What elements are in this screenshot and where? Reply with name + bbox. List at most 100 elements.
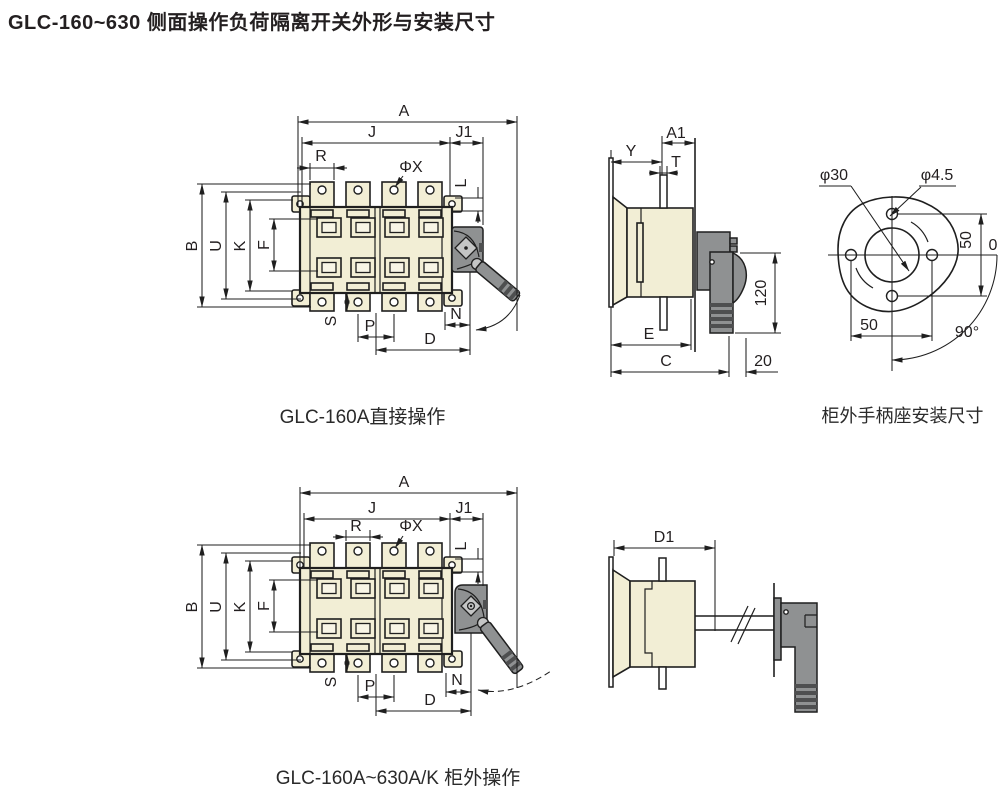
terminal-hole bbox=[317, 185, 327, 195]
vent-slot bbox=[418, 282, 442, 291]
handle-grip bbox=[479, 621, 524, 675]
dim-d1-label: D1 bbox=[654, 529, 675, 546]
vent-slot bbox=[418, 209, 442, 218]
leader-phi-x bbox=[394, 175, 404, 188]
external-side-handle bbox=[780, 602, 818, 713]
dim-n-label: N bbox=[450, 306, 462, 323]
terminal-side-bottom bbox=[658, 666, 667, 690]
caption-direct-operation: GLC-160A直接操作 bbox=[279, 407, 446, 428]
direct-operation-handle bbox=[451, 226, 521, 332]
dim-50v-label: 50 bbox=[958, 231, 975, 249]
extension-shaft bbox=[695, 615, 774, 631]
view-direct-side: A1 Y T 120 E C 20 bbox=[608, 125, 781, 377]
dimensions-direct-side: A1 Y T 120 E C 20 bbox=[610, 125, 781, 377]
handle-grip-side bbox=[732, 251, 747, 305]
body-slot bbox=[636, 222, 644, 283]
dim-20-label: 20 bbox=[754, 353, 772, 370]
dim-a-label: A bbox=[399, 474, 410, 491]
dimensions-handle-seat: φ30 φ4.5 50 0 50 90° bbox=[819, 167, 998, 363]
dim-u-label: U bbox=[208, 601, 225, 613]
dim-50h-label: 50 bbox=[860, 317, 878, 334]
rotation-arc bbox=[475, 294, 521, 332]
vent-slot bbox=[382, 209, 406, 218]
dimensions-external-front: A J J1 R ΦX L B U K F S P D N bbox=[184, 474, 518, 716]
caption-handle-seat: 柜外手柄座安装尺寸 bbox=[821, 406, 984, 426]
dim-a1-label: A1 bbox=[666, 125, 686, 142]
dim-j-label: J bbox=[368, 500, 376, 517]
leader-dia30 bbox=[850, 185, 910, 272]
dim-y-label: Y bbox=[626, 143, 637, 160]
dim-d-label: D bbox=[424, 331, 436, 348]
housing-seams bbox=[309, 207, 443, 293]
switch-front-body bbox=[291, 181, 463, 312]
dim-j-label: J bbox=[368, 124, 376, 141]
terminal-side-top bbox=[658, 557, 667, 582]
page-title: GLC-160~630 侧面操作负荷隔离开关外形与安装尺寸 bbox=[8, 12, 496, 34]
seat-inner-arcs bbox=[855, 221, 929, 289]
flange-cone bbox=[612, 195, 628, 307]
dim-p-label: P bbox=[365, 678, 376, 695]
vent-slot bbox=[382, 282, 406, 291]
extension-lines bbox=[850, 213, 987, 341]
dim-u-label: U bbox=[208, 240, 225, 252]
view-direct-front: A J J1 R ΦX L B U K F S P D N bbox=[184, 103, 521, 355]
caption-external-operation: GLC-160A~630A/K 柜外操作 bbox=[275, 768, 521, 789]
dimensions-external-side: D1 bbox=[613, 529, 716, 631]
dim-k-label: K bbox=[232, 240, 249, 251]
dia45-label: φ4.5 bbox=[921, 167, 954, 184]
panel-plate bbox=[773, 597, 782, 661]
terminal-tab-top bbox=[381, 181, 407, 211]
vent-slot bbox=[346, 282, 370, 291]
vent-slot bbox=[310, 282, 334, 291]
flange-cone bbox=[612, 568, 631, 679]
body-side bbox=[629, 580, 696, 668]
dim-s-label: S bbox=[323, 677, 340, 688]
dim-e-label: E bbox=[644, 326, 655, 343]
screw bbox=[783, 609, 789, 615]
dim-phix-label: ΦX bbox=[399, 518, 423, 535]
external-operation-handle bbox=[454, 584, 552, 695]
dim-t-label: T bbox=[671, 154, 681, 171]
dim-phix-label: ΦX bbox=[399, 159, 423, 176]
dim-d-label: D bbox=[424, 692, 436, 709]
pole-windows bbox=[316, 217, 342, 278]
leader-dia45 bbox=[889, 186, 922, 217]
handle-body bbox=[780, 602, 818, 713]
dim-j1-label: J1 bbox=[456, 500, 473, 517]
dim-r-label: R bbox=[315, 148, 327, 165]
dim-l-label: L bbox=[453, 541, 470, 550]
dim-c-label: C bbox=[660, 353, 672, 370]
seat-outline bbox=[837, 196, 959, 313]
vent-slot bbox=[346, 209, 370, 218]
terminal-side-bottom bbox=[659, 296, 668, 331]
dim-s-label: S bbox=[323, 316, 340, 327]
dim-r-label: R bbox=[350, 518, 362, 535]
terminal-tab-top bbox=[309, 181, 335, 211]
dim-k-label: K bbox=[232, 601, 249, 612]
leader-phi-x bbox=[394, 535, 404, 549]
dim-l-label: L bbox=[453, 178, 470, 187]
dim-f-label: F bbox=[256, 240, 273, 250]
dia30-label: φ30 bbox=[820, 167, 848, 184]
switch-front-body bbox=[292, 543, 462, 672]
view-handle-seat: φ30 φ4.5 50 0 50 90° bbox=[819, 167, 998, 371]
terminal-tab-bottom bbox=[309, 289, 335, 312]
zero-label: 0 bbox=[989, 237, 998, 254]
dim-n-label: N bbox=[451, 672, 463, 689]
vent-slot bbox=[310, 209, 334, 218]
dimensions-direct-front: A J J1 R ΦX L B U K F S P D N bbox=[184, 103, 518, 355]
shaft-break-symbol bbox=[730, 605, 756, 645]
terminal-tab-top bbox=[345, 181, 371, 211]
side-handle bbox=[696, 231, 747, 334]
dim-f-label: F bbox=[256, 601, 273, 611]
view-external-side: D1 bbox=[608, 529, 818, 713]
dim-b-label: B bbox=[184, 602, 201, 613]
terminal-side-top bbox=[659, 174, 668, 209]
dim-120-label: 120 bbox=[753, 280, 770, 307]
deg90-label: 90° bbox=[955, 324, 979, 341]
dim-j1-label: J1 bbox=[456, 124, 473, 141]
dim-a-label: A bbox=[399, 103, 410, 120]
extension-lines bbox=[197, 116, 518, 355]
